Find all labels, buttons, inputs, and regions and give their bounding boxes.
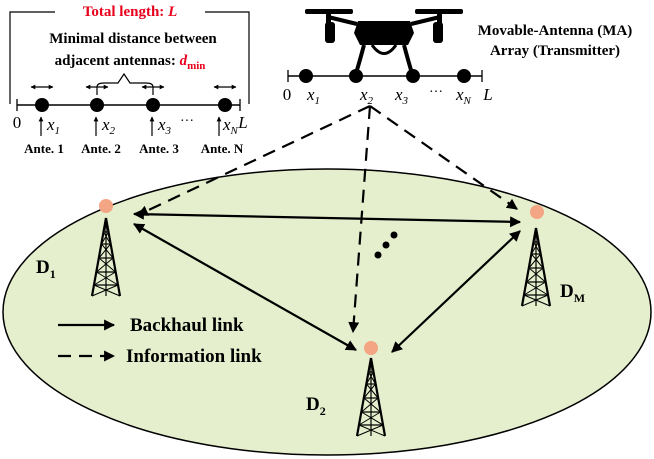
device-label-d2: D2 <box>306 394 326 418</box>
tx-position-label: x3 <box>394 85 409 107</box>
backhaul-link <box>132 208 522 228</box>
antenna-dot <box>218 98 232 112</box>
min-distance-line1: Minimal distance between <box>49 31 217 47</box>
antenna-dot <box>35 98 49 112</box>
min-distance-line2: adjacent antennas: dmin <box>55 53 206 72</box>
device-dm: DM <box>520 205 585 308</box>
backhaul-link <box>391 230 521 353</box>
device-node <box>530 205 544 219</box>
transmitter-array: 0 L x1 x2 x3 ··· xN <box>283 69 493 107</box>
more-devices-dot <box>374 251 382 259</box>
antenna-dot <box>406 69 420 83</box>
device-node <box>364 341 378 355</box>
device-d2: D2 <box>306 341 387 438</box>
antenna-label: Ante. 3 <box>139 141 179 156</box>
information-link <box>369 105 518 210</box>
antenna-dot <box>349 69 363 83</box>
inset-position-label: x3 <box>157 115 172 137</box>
inset-position-label: x1 <box>46 115 60 137</box>
antenna-label: Ante. 2 <box>81 141 121 156</box>
device-label-d1: D1 <box>36 257 56 281</box>
tx-position-label: x2 <box>359 85 374 107</box>
antenna-label: Ante. 1 <box>24 141 64 156</box>
inset-ellipsis: ··· <box>180 114 194 129</box>
drone-icon <box>305 9 463 71</box>
tx-position-label: xN <box>455 85 472 107</box>
coverage-area <box>2 168 652 456</box>
antenna-dot <box>457 69 471 83</box>
transmitter-title-line2: Array (Transmitter) <box>490 43 620 59</box>
legend: Backhaul link Information link <box>58 315 262 367</box>
antenna-dot <box>299 69 313 83</box>
inset-position-label: xN <box>222 115 239 137</box>
total-length-label: Total length: L <box>83 4 177 20</box>
more-devices-dot <box>390 231 398 239</box>
more-devices-dot <box>382 241 390 249</box>
tx-position-label: x1 <box>306 85 320 107</box>
min-distance-brace <box>96 72 154 95</box>
device-node <box>99 199 113 213</box>
tx-axis-start: 0 <box>283 85 292 104</box>
antenna-dot <box>90 98 104 112</box>
device-label-dm: DM <box>560 281 585 305</box>
inset-array-detail: Total length: L Minimal distance between… <box>9 1 250 156</box>
information-link <box>137 105 371 216</box>
backhaul-link <box>133 223 357 351</box>
device-d1: D1 <box>36 199 122 298</box>
antenna-label: Ante. N <box>201 141 244 156</box>
inset-position-label: x2 <box>101 115 116 137</box>
transmitter-title-line1: Movable-Antenna (MA) <box>478 23 633 39</box>
inset-axis-start: 0 <box>13 113 22 132</box>
legend-backhaul-label: Backhaul link <box>130 315 244 336</box>
legend-information-label: Information link <box>126 346 262 367</box>
antenna-dot <box>146 98 160 112</box>
tx-axis-end: L <box>482 85 492 104</box>
tx-ellipsis: ··· <box>429 85 443 100</box>
inset-axis-end: L <box>237 113 247 132</box>
